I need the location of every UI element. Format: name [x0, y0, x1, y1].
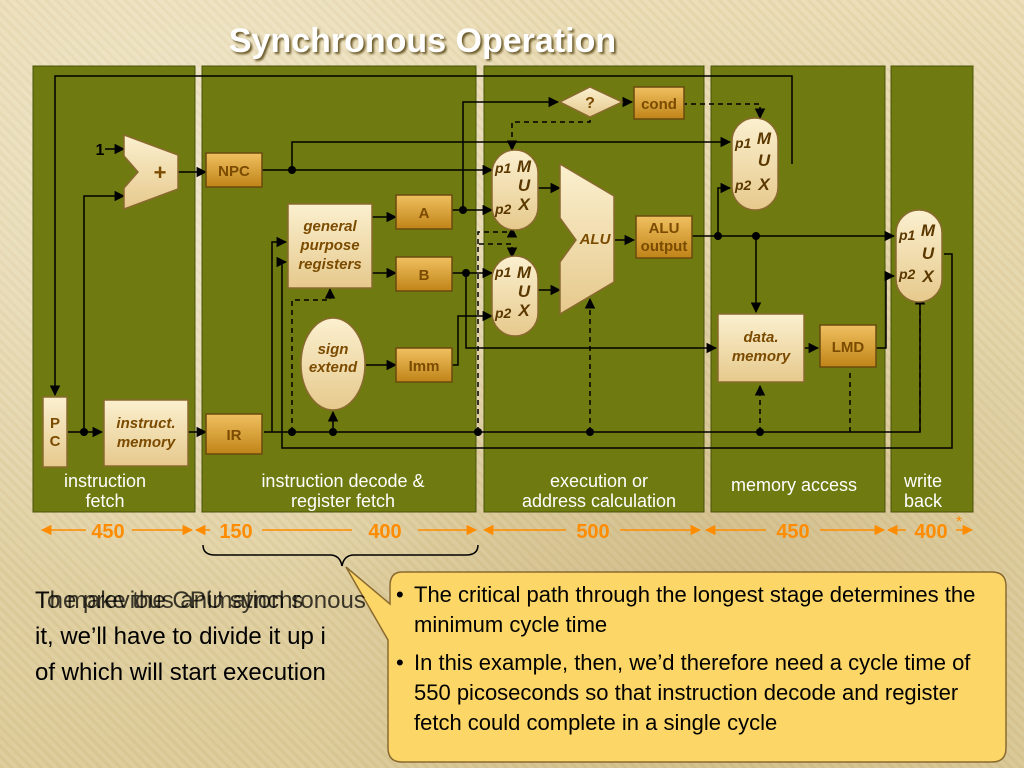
data-memory: data. memory [717, 313, 805, 383]
timing-execute: 500 [576, 521, 609, 543]
svg-text:X: X [921, 267, 935, 286]
alu-output-line1: ALU [649, 220, 680, 237]
lmd-label: LMD [832, 339, 865, 356]
svg-text:U: U [758, 151, 771, 170]
alu-output-line2: output [641, 238, 688, 255]
sign-extend: sign extend [300, 317, 366, 411]
svg-text:M: M [517, 157, 532, 176]
slide-title: Synchronous Operation [228, 22, 617, 60]
svg-text:p2: p2 [494, 305, 512, 321]
svg-text:p2: p2 [898, 266, 916, 282]
timing-fetch: 450 [91, 521, 124, 543]
underlying-line1a: To make the CPU synchronous [35, 587, 366, 614]
stage-label-fetch-2: fetch [85, 491, 124, 511]
stage-backgrounds [32, 65, 974, 513]
mux-execute-bottom: p1 p2 M U X [491, 255, 539, 337]
cond-question: ? [585, 95, 595, 112]
mux-writeback: p1 p2 M U X [895, 209, 943, 303]
register-imm: Imm [395, 347, 453, 383]
b-label: B [419, 267, 430, 284]
condition-check: ? [558, 86, 624, 118]
register-b: B [395, 256, 453, 292]
timing-asterisk: * [956, 514, 962, 531]
gpr-line3: registers [298, 256, 361, 273]
sign-extend-line2: extend [309, 359, 358, 376]
svg-text:p1: p1 [898, 227, 916, 243]
adder-sign: + [154, 160, 167, 185]
timing-decode-1: 150 [219, 521, 252, 543]
gpr-line2: purpose [299, 237, 359, 254]
timing-memory: 450 [776, 521, 809, 543]
svg-text:p2: p2 [734, 177, 752, 193]
timing-writeback: 400 [914, 521, 947, 543]
cond-register: cond [633, 86, 685, 120]
callout-bullet-2: In this example, then, we’d therefore ne… [396, 648, 1002, 738]
svg-text:M: M [517, 263, 532, 282]
underlying-line1b: The previous animation s [35, 587, 304, 614]
svg-text:U: U [922, 244, 935, 263]
junction-dots [80, 166, 764, 436]
constant-one: 1 [96, 142, 105, 159]
svg-text:X: X [517, 195, 531, 214]
pc-label-p: P [50, 415, 60, 432]
svg-text:p1: p1 [494, 160, 512, 176]
instr-mem-line2: memory [117, 434, 176, 451]
instruction-memory: instruct. memory [103, 399, 189, 467]
npc-register: NPC [205, 152, 263, 188]
general-purpose-registers: general purpose registers [287, 203, 373, 289]
mux-memory: p1 p2 M U X [731, 117, 779, 211]
a-label: A [419, 205, 430, 222]
adder: + [123, 133, 179, 211]
alu-label: ALU [579, 231, 612, 248]
cond-label: cond [641, 96, 677, 113]
svg-text:p1: p1 [494, 264, 512, 280]
underlying-line3: of which will start execution [35, 659, 326, 686]
alu: ALU [559, 162, 615, 316]
stage-label-execute-1: execution or [550, 471, 648, 491]
ir-register: IR [205, 413, 263, 455]
svg-text:p2: p2 [494, 201, 512, 217]
svg-text:M: M [921, 221, 936, 240]
callout-bullet-1: The critical path through the longest st… [396, 580, 1002, 640]
lmd-register: LMD [819, 324, 877, 368]
svg-text:X: X [517, 301, 531, 320]
stage-label-decode-1: instruction decode & [261, 471, 424, 491]
svg-text:p1: p1 [734, 135, 752, 151]
stage-label-decode-2: register fetch [291, 491, 395, 511]
stage-label-writeback-2: back [904, 491, 943, 511]
timing-decode-2: 400 [368, 521, 401, 543]
svg-text:U: U [518, 176, 531, 195]
pc-label-c: C [50, 433, 61, 450]
pc-register: P C [42, 396, 68, 468]
svg-text:X: X [757, 175, 771, 194]
gpr-line1: general [302, 218, 357, 235]
underlying-line2: it, we’ll have to divide it up i [35, 623, 326, 650]
data-mem-line2: memory [732, 348, 791, 365]
imm-label: Imm [409, 358, 440, 375]
svg-text:U: U [518, 282, 531, 301]
register-a: A [395, 194, 453, 230]
stage-label-fetch-1: instruction [64, 471, 146, 491]
mux-execute-top: p1 p2 M U X [491, 149, 539, 231]
svg-text:M: M [757, 129, 772, 148]
stage-label-memory: memory access [731, 475, 857, 495]
stage-label-writeback-1: write [903, 471, 942, 491]
underlying-slide-text: To make the CPU synchronous The previous… [35, 585, 395, 695]
ir-label: IR [227, 427, 242, 444]
decode-brace [202, 544, 479, 567]
wires [49, 75, 953, 449]
stage-label-execute-2: address calculation [522, 491, 676, 511]
instr-mem-line1: instruct. [116, 415, 175, 432]
sign-extend-line1: sign [318, 341, 349, 358]
callout-text: The critical path through the longest st… [392, 580, 1002, 746]
alu-output-register: ALU output [635, 215, 693, 259]
data-mem-line1: data. [743, 329, 778, 346]
npc-label: NPC [218, 163, 250, 180]
